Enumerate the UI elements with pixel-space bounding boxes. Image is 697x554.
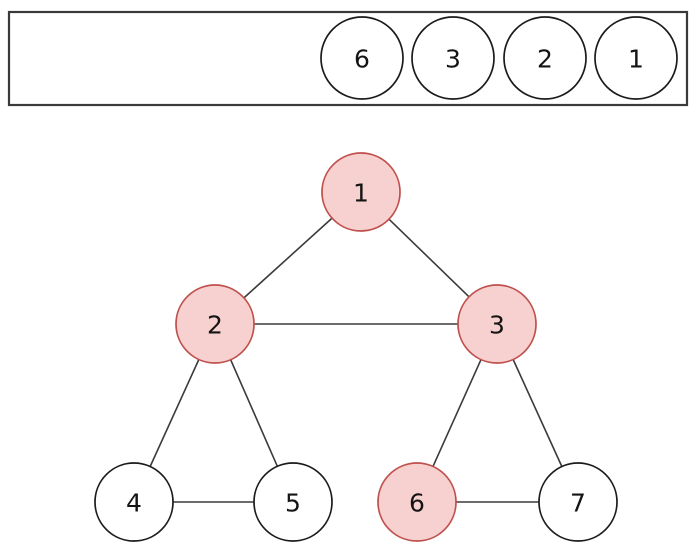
graph-node-3[interactable]: 3 (457, 284, 537, 364)
graph-node-2[interactable]: 2 (175, 284, 255, 364)
graph-edge-1-2 (243, 217, 333, 299)
graph-edge-3-6 (432, 359, 482, 467)
node-shape-visited[interactable] (457, 284, 537, 364)
node-shape-visited[interactable] (377, 462, 457, 542)
queue-item-shape[interactable] (320, 16, 404, 100)
graph-node-7[interactable]: 7 (538, 462, 618, 542)
queue-item-shape[interactable] (503, 16, 587, 100)
graph-node-5[interactable]: 5 (253, 462, 333, 542)
graph-edge-3-7 (512, 359, 563, 467)
queue-item-1[interactable]: 1 (594, 16, 678, 100)
graph-node-1[interactable]: 1 (321, 152, 401, 232)
queue-item-2[interactable]: 2 (503, 16, 587, 100)
node-shape-unvisited[interactable] (94, 462, 174, 542)
queue-item-3[interactable]: 3 (411, 16, 495, 100)
queue-item-6[interactable]: 6 (320, 16, 404, 100)
graph-node-4[interactable]: 4 (94, 462, 174, 542)
graph-edge-1-3 (388, 218, 470, 298)
node-shape-visited[interactable] (321, 152, 401, 232)
queue-item-shape[interactable] (594, 16, 678, 100)
queue-item-shape[interactable] (411, 16, 495, 100)
node-shape-visited[interactable] (175, 284, 255, 364)
graph-node-6[interactable]: 6 (377, 462, 457, 542)
node-shape-unvisited[interactable] (538, 462, 618, 542)
graph-edge-2-5 (229, 359, 279, 467)
node-shape-unvisited[interactable] (253, 462, 333, 542)
graph-edge-2-4 (149, 359, 200, 467)
graph-edge-layer (149, 217, 563, 503)
